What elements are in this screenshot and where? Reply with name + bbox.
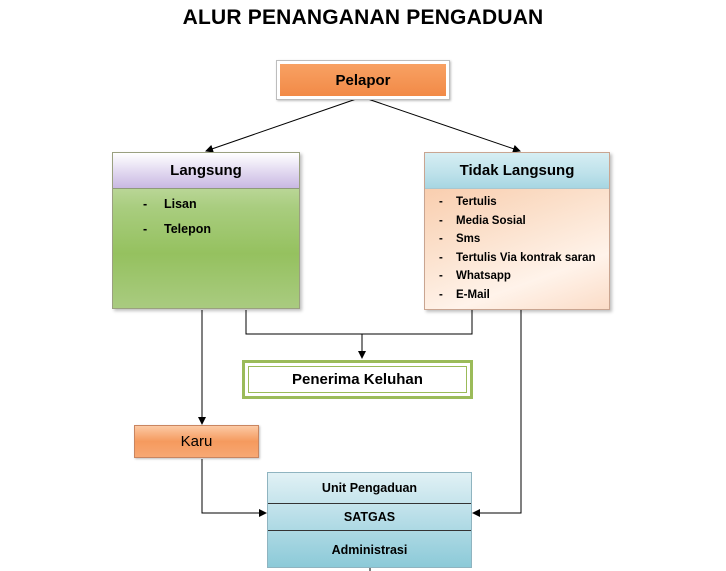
line-langsung-to-penerima: [245, 310, 473, 335]
arrow-karu-to-unit: [201, 459, 267, 517]
list-item-label: Media Sosial: [456, 214, 526, 227]
list-item-label: E-Mail: [456, 288, 490, 301]
pelapor-label: Pelapor: [280, 64, 446, 96]
list-item: -E-Mail: [439, 289, 609, 308]
tidak-langsung-box: Tidak Langsung -Tertulis -Media Sosial -…: [424, 152, 610, 310]
tidak-langsung-header: Tidak Langsung: [425, 153, 609, 189]
list-item: - Lisan: [143, 197, 299, 222]
arrow-pelapor-to-tidak-langsung: [361, 96, 521, 153]
langsung-box: Langsung - Lisan - Telepon: [112, 152, 300, 309]
bullet-dash: -: [439, 251, 443, 264]
list-item: - Whatsapp: [439, 270, 609, 289]
karu-box: Karu: [134, 425, 259, 458]
unit-row-administrasi: Administrasi: [331, 543, 408, 557]
bullet-dash: -: [143, 197, 148, 211]
list-item: - Telepon: [143, 222, 299, 247]
bullet-dash: -: [439, 214, 443, 227]
list-item: - Tertulis: [439, 196, 609, 215]
bullet-dash: -: [439, 270, 443, 282]
arrow-pelapor-to-langsung: [205, 96, 363, 153]
list-item-label: Lisan: [164, 197, 197, 211]
penerima-keluhan-box: Penerima Keluhan: [242, 360, 473, 399]
langsung-header: Langsung: [113, 153, 299, 189]
pelapor-box: Pelapor: [276, 60, 450, 100]
unit-pengaduan-box: Unit Pengaduan SATGAS Administrasi: [267, 472, 472, 568]
list-item-label: Tertulis Via kontrak saran: [456, 251, 596, 264]
unit-row-unit-pengaduan: Unit Pengaduan: [268, 473, 471, 504]
bullet-dash: -: [439, 288, 443, 301]
diagram-title: ALUR PENANGANAN PENGADUAN: [182, 6, 544, 29]
tidak-langsung-list: -Tertulis -Media Sosial -Sms -Tertulis V…: [425, 189, 609, 307]
list-item-label: Tertulis: [456, 196, 497, 208]
bullet-dash: -: [439, 196, 443, 208]
bullet-dash: -: [143, 222, 148, 236]
list-item-label: Sms: [456, 233, 481, 245]
list-item-label: Whatsapp: [456, 270, 511, 282]
list-item: -Tertulis Via kontrak saran: [439, 252, 609, 271]
bullet-dash: -: [439, 233, 443, 245]
langsung-list: - Lisan - Telepon: [113, 189, 299, 247]
list-item: -Media Sosial: [439, 215, 609, 234]
penerima-keluhan-label: Penerima Keluhan: [248, 366, 467, 393]
unit-row-satgas: SATGAS: [268, 504, 471, 531]
arrow-tidak-langsung-to-unit: [472, 310, 522, 517]
list-item-label: Telepon: [164, 222, 211, 236]
list-item: - Sms: [439, 233, 609, 252]
